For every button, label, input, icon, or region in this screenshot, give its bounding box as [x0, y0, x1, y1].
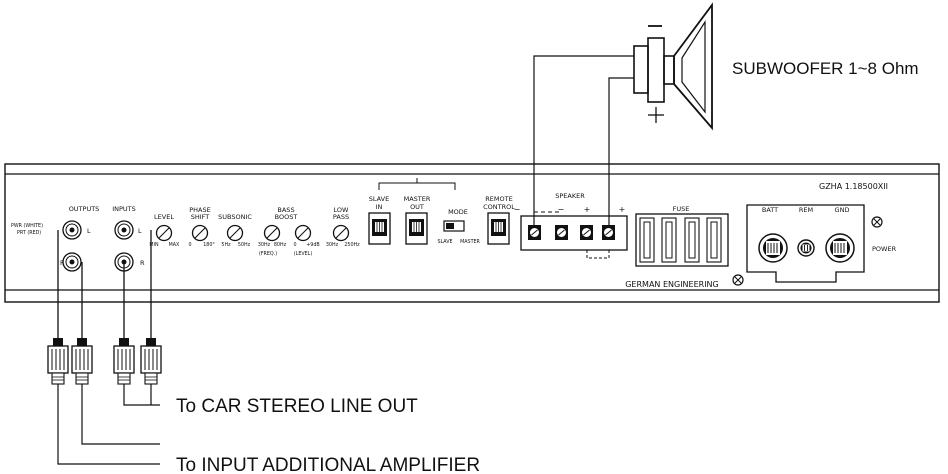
input-jack-l[interactable] — [114, 220, 134, 240]
level-label: LEVEL — [154, 213, 174, 221]
speaker-terminal-block — [520, 215, 628, 251]
output-r-label: R — [60, 259, 65, 267]
bass-level-label: (LEVEL) — [294, 251, 313, 257]
bass-freq-label: (FREQ.) — [259, 251, 277, 257]
term-plus-1: + — [584, 205, 591, 214]
speaker-wire-negative — [533, 55, 634, 232]
level-max: MAX — [169, 242, 180, 248]
phase-min: 0 — [188, 242, 191, 248]
bass-freq-max: 80Hz — [274, 242, 287, 248]
bridge-positive — [586, 250, 610, 259]
rca-plug-input-r — [113, 338, 135, 385]
car-stereo-label: To CAR STEREO LINE OUT — [176, 396, 418, 417]
leader-additional-amp-a — [81, 384, 160, 445]
mode-master-label: MASTER — [460, 239, 480, 245]
power-screw-left — [732, 274, 744, 286]
subsonic-max: 50Hz — [238, 242, 251, 248]
rca-white-label: PWR (WHITE) — [11, 223, 43, 229]
rem-label: REM — [799, 206, 813, 214]
phase-knob[interactable] — [191, 224, 209, 242]
outputs-label: OUTPUTS — [69, 205, 100, 213]
additional-amp-label: To INPUT ADDITIONAL AMPLIFIER — [176, 455, 480, 474]
mode-switch[interactable] — [443, 220, 465, 232]
fuse-4[interactable] — [706, 217, 722, 263]
fuse-label: FUSE — [673, 205, 690, 213]
rca-plug-output-r — [71, 338, 93, 385]
bass-level-min: 0 — [293, 242, 296, 248]
fuse-1[interactable] — [639, 217, 655, 263]
phase-label-1: PHASE — [189, 206, 211, 214]
remote-label-1: REMOTE — [485, 195, 512, 203]
lowpass-knob[interactable] — [332, 224, 350, 242]
speaker-terminal-3[interactable] — [580, 225, 593, 240]
gnd-terminal[interactable] — [825, 233, 855, 263]
bass-label-1: BASS — [277, 206, 294, 214]
bass-freq-min: 30Hz — [258, 242, 271, 248]
level-min: MIN — [149, 242, 159, 248]
rca-red-label: PRT (RED) — [17, 230, 41, 236]
level-knob[interactable] — [155, 224, 173, 242]
speaker-terminal-label: SPEAKER — [555, 192, 585, 200]
mode-label: MODE — [448, 208, 468, 216]
phase-label-2: SHIFT — [191, 213, 210, 221]
fuse-3[interactable] — [684, 217, 700, 263]
input-r-label: R — [140, 259, 145, 267]
lowpass-min: 30Hz — [326, 242, 339, 248]
input-l-label: L — [138, 227, 142, 235]
output-jack-r[interactable] — [62, 252, 82, 272]
subsonic-knob[interactable] — [226, 224, 244, 242]
bass-level-knob[interactable] — [294, 224, 312, 242]
mode-slave-label: SLAVE — [437, 239, 452, 245]
bass-level-max: +9dB — [306, 242, 319, 248]
speaker-terminal-4[interactable] — [602, 225, 615, 240]
term-minus-1: − — [514, 205, 521, 214]
speaker-terminal-2[interactable] — [555, 225, 568, 240]
slave-in-port[interactable] — [368, 212, 391, 245]
term-minus-2: − — [558, 205, 565, 214]
subwoofer-label: SUBWOOFER 1~8 Ohm — [732, 59, 919, 78]
fuse-block — [635, 213, 729, 267]
bass-freq-knob[interactable] — [263, 224, 281, 242]
batt-terminal[interactable] — [758, 233, 788, 263]
leader-car-stereo-a — [123, 384, 160, 406]
output-l-label: L — [87, 227, 91, 235]
lowpass-label-2: PASS — [333, 213, 349, 221]
german-engineering: GERMAN ENGINEERING — [625, 280, 719, 289]
subsonic-label: SUBSONIC — [218, 213, 252, 221]
link-bracket — [378, 182, 456, 190]
batt-label: BATT — [762, 206, 778, 214]
power-screw-right — [871, 216, 883, 228]
lowpass-max: 250Hz — [344, 242, 360, 248]
power-terminal-block — [746, 204, 865, 283]
power-label: POWER — [872, 245, 897, 253]
speaker-wire-positive — [608, 77, 634, 232]
slave-in-label-1: SLAVE — [369, 195, 389, 203]
model-number: GZHA 1.18500XII — [819, 182, 888, 191]
master-out-label-1: MASTER — [404, 195, 431, 203]
slave-in-label-2: IN — [376, 203, 383, 211]
amplifier-body — [4, 163, 940, 303]
lowpass-label-1: LOW — [334, 206, 350, 214]
gnd-label: GND — [835, 206, 850, 214]
term-plus-2: + — [619, 205, 626, 214]
output-jack-l[interactable] — [62, 220, 82, 240]
subwoofer — [633, 2, 713, 131]
remote-control-port[interactable] — [487, 212, 510, 245]
master-out-label-2: OUT — [410, 203, 424, 211]
rca-plug-output-l — [47, 338, 69, 385]
speaker-terminal-1[interactable] — [528, 225, 541, 240]
subsonic-min: 5Hz — [221, 242, 231, 248]
remote-label-2: CONTROL — [483, 203, 515, 211]
fuse-2[interactable] — [661, 217, 677, 263]
leader-additional-amp-b — [57, 384, 160, 465]
rem-terminal[interactable] — [797, 239, 815, 257]
bass-label-2: BOOST — [275, 213, 298, 221]
phase-max: 180° — [203, 242, 215, 248]
master-out-port[interactable] — [405, 212, 428, 245]
inputs-label: INPUTS — [112, 205, 136, 213]
rca-plug-input-l — [140, 338, 162, 385]
